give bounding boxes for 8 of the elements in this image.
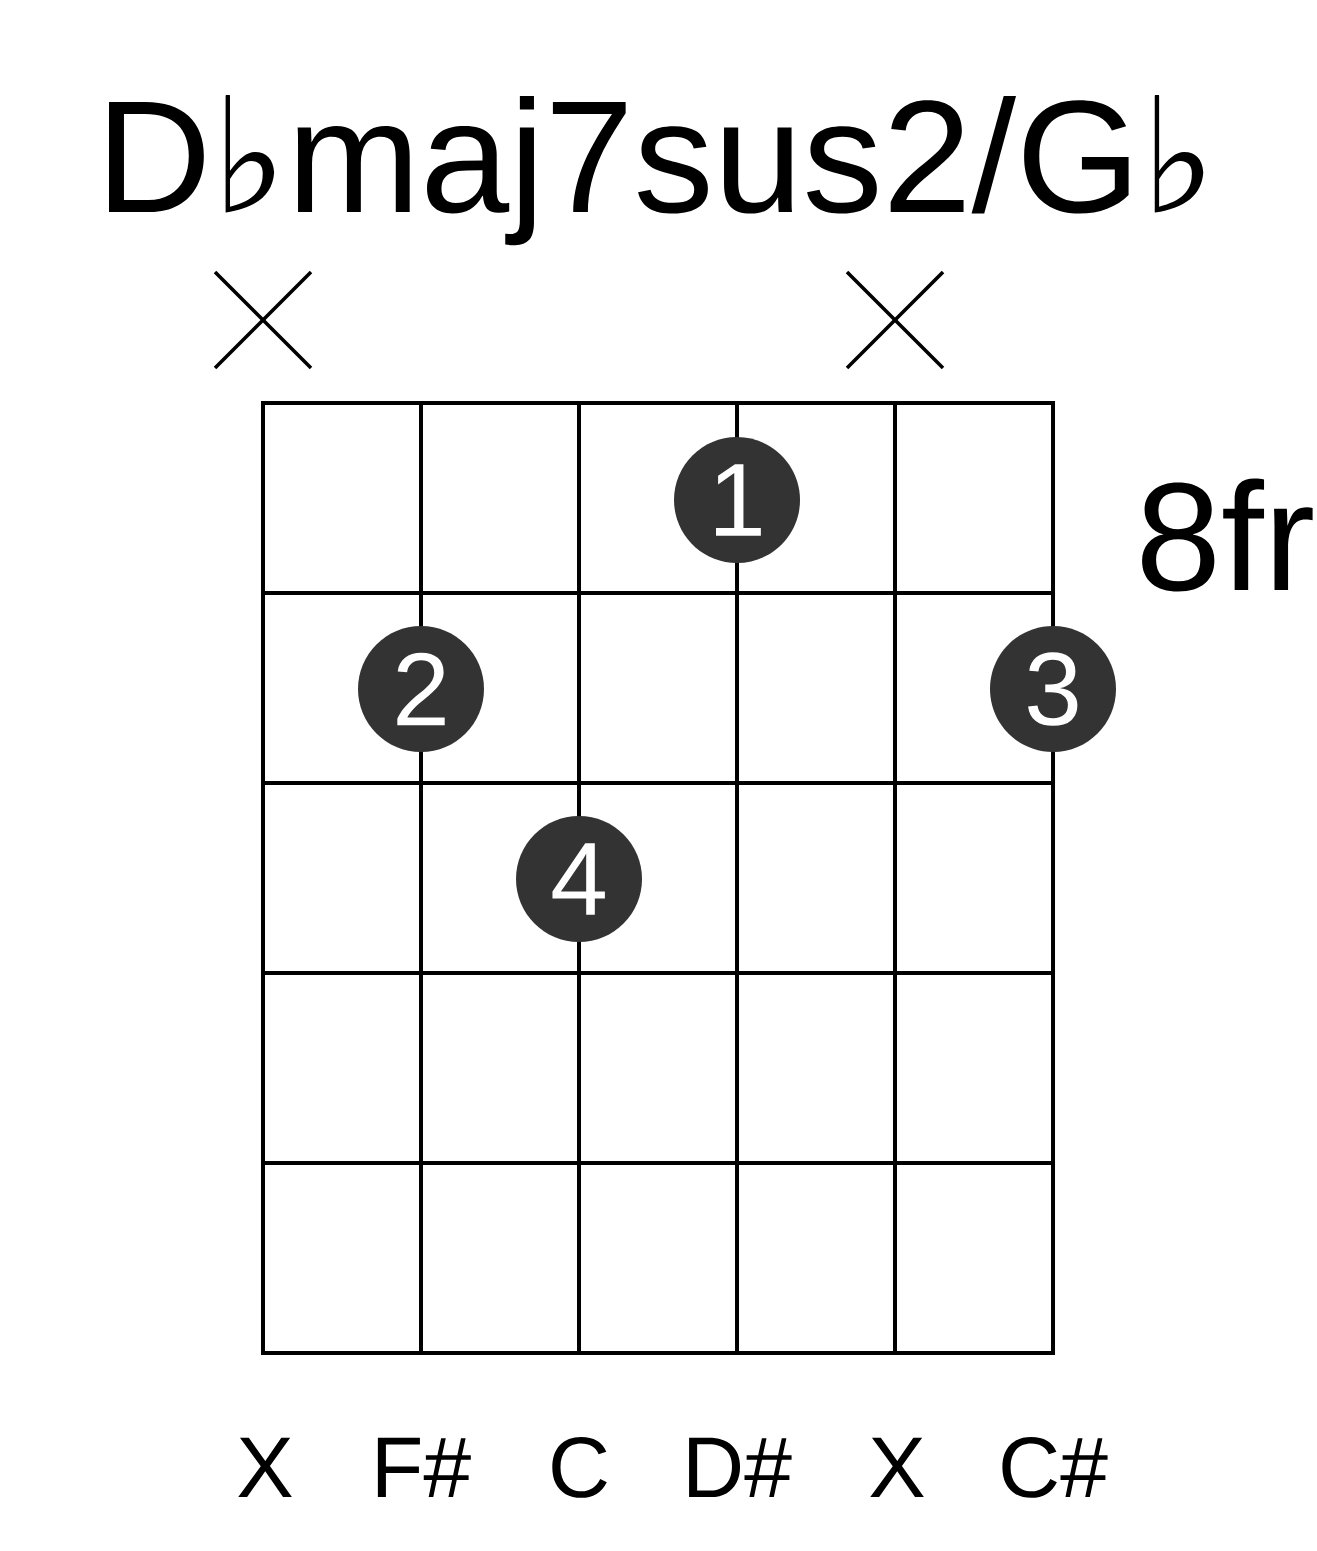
fret-number: 8fr bbox=[1142, 478, 1313, 592]
string-note: X bbox=[238, 1437, 292, 1497]
string-note: C bbox=[552, 1436, 607, 1498]
string-note: X bbox=[870, 1437, 924, 1497]
string-note: C# bbox=[1002, 1436, 1108, 1498]
string-note: D# bbox=[689, 1437, 792, 1497]
chord-title: D♭maj7sus2/G♭ bbox=[109, 95, 1204, 246]
string-note: F# bbox=[377, 1437, 471, 1497]
